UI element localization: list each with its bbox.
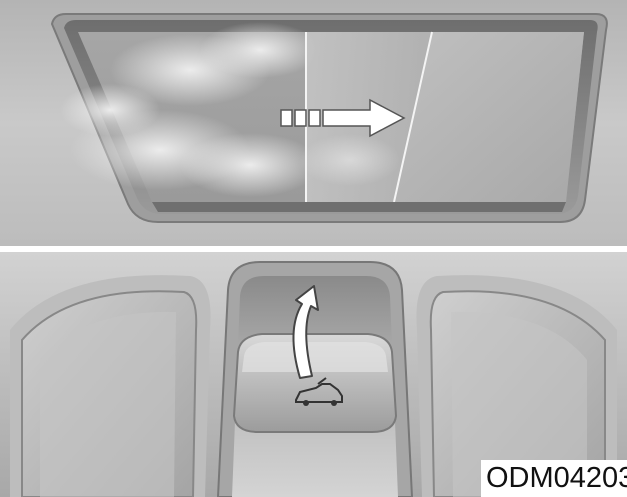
- sunroof-panel: [0, 0, 627, 246]
- sunroof-switch: [234, 334, 396, 432]
- figure-code-label: ODM04203: [481, 460, 627, 497]
